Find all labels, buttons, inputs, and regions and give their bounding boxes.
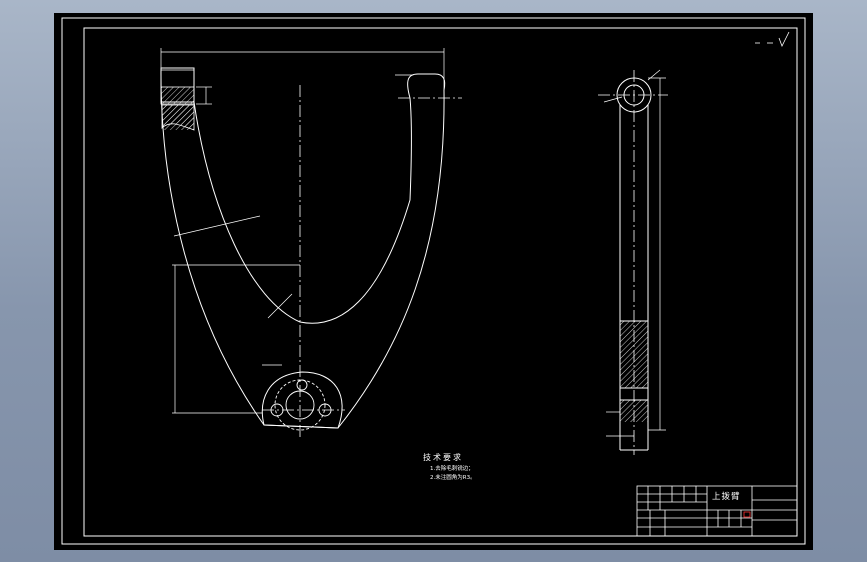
side-view-dimensions: [603, 69, 666, 437]
left-tip-top-band: [160, 86, 195, 105]
outer-border: [61, 17, 806, 545]
inner-border: [83, 27, 798, 537]
hub-outline: [261, 371, 343, 429]
fork-outer-right-edge: [337, 89, 445, 429]
notes-item-1: 1.去除毛刺锐边；: [430, 464, 474, 472]
fork-right-tip: [407, 73, 446, 99]
part-name: 上拨臂: [712, 491, 741, 502]
side-section-hatch: [620, 321, 648, 388]
notes-item-2: 2.未注圆角为R3。: [430, 473, 476, 481]
left-tip-section-curve: [161, 104, 195, 131]
hub-hole-top: [296, 379, 308, 391]
fork-inner-curve: [193, 97, 412, 324]
hub-bottom-edge: [263, 424, 339, 429]
side-eye-inner: [623, 84, 645, 106]
title-block: [636, 485, 798, 537]
notes-heading: 技术要求: [423, 452, 463, 462]
front-view-dimensions: [160, 48, 445, 414]
side-section-hatch-lower: [620, 400, 648, 422]
side-eye-outer: [616, 77, 652, 113]
roughness-symbol: [755, 31, 790, 47]
title-block-red-marker: [743, 511, 751, 518]
centerlines: [262, 70, 668, 455]
